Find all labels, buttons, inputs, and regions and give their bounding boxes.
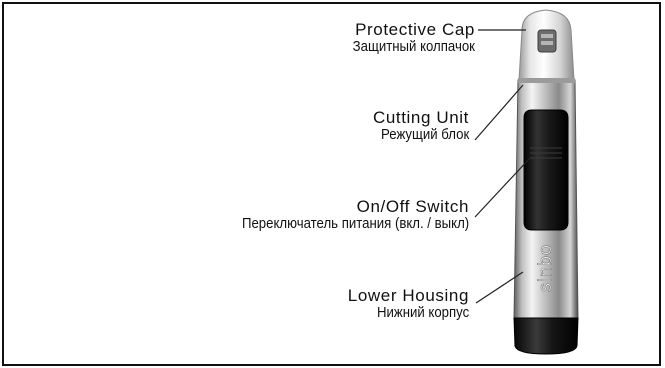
lower-housing-label-ru: Нижний корпус <box>376 304 469 322</box>
leader-line-housing <box>475 271 524 304</box>
cutting-unit-label-ru: Режущий блок <box>380 126 469 144</box>
on-off-switch-label: On/Off Switch Переключатель питания (вкл… <box>211 197 469 233</box>
on-off-switch-label-ru: Переключатель питания (вкл. / выкл) <box>241 215 469 233</box>
protective-cap-label-en: Protective Cap <box>355 20 475 39</box>
lower-housing-label-en: Lower Housing <box>347 286 469 305</box>
switch-panel-shape <box>523 109 569 231</box>
leader-line-cutting <box>474 84 524 141</box>
brand-logo: sinbo <box>535 244 555 292</box>
protective-cap-label: Protective Cap Защитный колпачок <box>336 20 475 56</box>
protective-cap-label-ru: Защитный колпачок <box>352 38 475 56</box>
cutting-unit-label: Cutting Unit Режущий блок <box>369 108 469 144</box>
lower-housing-label: Lower Housing Нижний корпус <box>348 286 469 322</box>
cutting-unit-label-en: Cutting Unit <box>372 108 469 127</box>
leader-line-switch <box>474 157 531 218</box>
on-off-switch-label-en: On/Off Switch <box>356 197 469 216</box>
lower-housing-base-shape <box>513 317 579 355</box>
